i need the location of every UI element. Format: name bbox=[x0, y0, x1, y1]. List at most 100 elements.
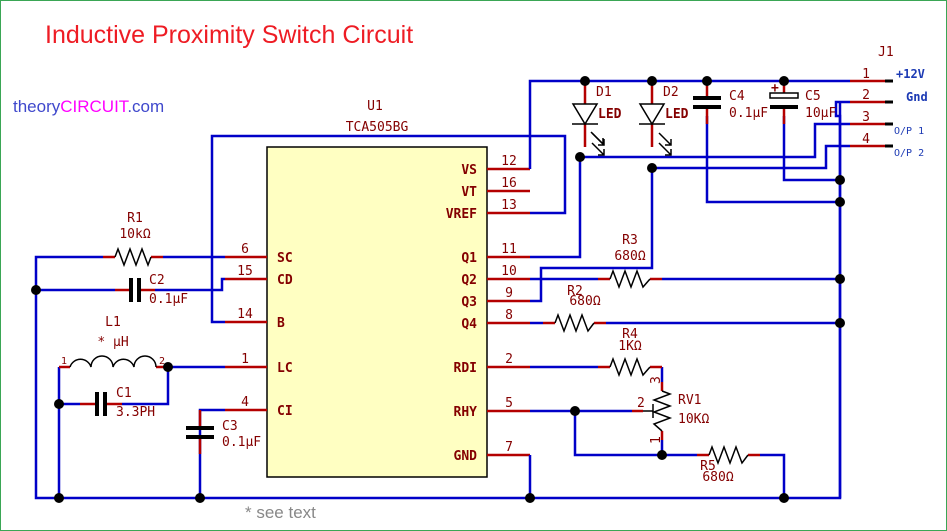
ic-right-pins: 12 16 13 11 10 9 8 2 5 7 VS VT VREF Q1 Q… bbox=[446, 154, 530, 464]
pin-num-q4: 8 bbox=[505, 308, 513, 323]
pin-num-lc: 1 bbox=[241, 352, 249, 367]
r2-ref: R2 bbox=[567, 284, 583, 299]
junction-dots bbox=[31, 76, 845, 503]
pin-label-rhy: RHY bbox=[454, 405, 478, 420]
resistor-r3: R3 680Ω bbox=[598, 233, 662, 290]
pin-label-rdi: RDI bbox=[454, 361, 477, 376]
capacitor-c3: C3 0.1µF bbox=[186, 410, 261, 454]
capacitor-c2: C2 0.1µF bbox=[115, 273, 188, 307]
l1-ref: L1 bbox=[105, 315, 121, 330]
l1-pin2: 2 bbox=[159, 356, 165, 367]
j1-pin4-num: 4 bbox=[862, 132, 870, 147]
l1-value: * µH bbox=[97, 335, 128, 350]
rv1-ref: RV1 bbox=[678, 393, 701, 408]
pin-label-vs: VS bbox=[461, 163, 477, 178]
pin-num-vs: 12 bbox=[501, 154, 517, 169]
connector-j1: J1 1 2 3 4 +12V Gnd O/P 1 O/P 2 bbox=[850, 45, 928, 159]
pin-label-sc: SC bbox=[277, 251, 293, 266]
j1-pin4-label: O/P 2 bbox=[894, 148, 924, 159]
c2-value: 0.1µF bbox=[149, 292, 188, 307]
pin-num-rhy: 5 bbox=[505, 396, 513, 411]
rv1-pin3: 3 bbox=[649, 376, 664, 384]
r3-value: 680Ω bbox=[614, 249, 645, 264]
pin-label-b: B bbox=[277, 316, 285, 331]
d2-ref: D2 bbox=[663, 85, 679, 100]
c5-ref: C5 bbox=[805, 89, 821, 104]
j1-pin2-num: 2 bbox=[862, 88, 870, 103]
j1-pin2-label: Gnd bbox=[906, 90, 928, 104]
pin-num-vref: 13 bbox=[501, 198, 517, 213]
c5-value: 10µF bbox=[805, 106, 836, 121]
capacitor-c5: + C5 10µF bbox=[769, 81, 836, 124]
brand-part1: theory bbox=[13, 97, 61, 116]
pin-num-ci: 4 bbox=[241, 395, 249, 410]
led-d2: D2 LED bbox=[638, 81, 689, 156]
pin-label-q3: Q3 bbox=[461, 295, 477, 310]
j1-pin1-label: +12V bbox=[896, 67, 925, 81]
pin-num-q3: 9 bbox=[505, 286, 513, 301]
pin-num-q2: 10 bbox=[501, 264, 517, 279]
pin-label-q4: Q4 bbox=[461, 317, 477, 332]
led-d1: D1 LED bbox=[571, 81, 622, 156]
pin-label-q2: Q2 bbox=[461, 273, 477, 288]
r5-value: 680Ω bbox=[702, 470, 733, 485]
r5-ref: R5 bbox=[700, 459, 716, 474]
r1-ref: R1 bbox=[127, 211, 143, 226]
capacitor-c4: C4 0.1µF bbox=[693, 81, 768, 124]
j1-pin3-label: O/P 1 bbox=[894, 126, 924, 137]
rv1-pin2: 2 bbox=[637, 396, 645, 411]
j1-pin1-num: 1 bbox=[862, 67, 870, 82]
c4-ref: C4 bbox=[729, 89, 745, 104]
ic-ref: U1 bbox=[367, 99, 383, 114]
rv1-pin1: 1 bbox=[649, 436, 664, 444]
pin-num-b: 14 bbox=[237, 307, 253, 322]
resistor-r2: R2 680Ω bbox=[543, 284, 606, 334]
footnote: * see text bbox=[245, 503, 316, 522]
ic-left-pins: 6 15 14 1 4 SC CD B LC CI bbox=[225, 242, 293, 419]
c1-value: 3.3PH bbox=[116, 405, 155, 420]
r1-value: 10kΩ bbox=[119, 227, 150, 242]
potentiometer-rv1: RV1 10KΩ 2 3 1 bbox=[632, 376, 709, 444]
pin-label-gnd: GND bbox=[454, 449, 478, 464]
c3-ref: C3 bbox=[222, 419, 238, 434]
pin-label-q1: Q1 bbox=[461, 251, 477, 266]
pin-label-ci: CI bbox=[277, 404, 293, 419]
j1-ref: J1 bbox=[878, 45, 894, 60]
brand-logo: theoryCIRCUIT.com bbox=[13, 97, 164, 116]
wires bbox=[34, 79, 850, 500]
c1-ref: C1 bbox=[116, 386, 132, 401]
r2-value: 680Ω bbox=[569, 294, 600, 309]
diagram-title: Inductive Proximity Switch Circuit bbox=[45, 21, 413, 49]
rv1-value: 10KΩ bbox=[678, 412, 709, 427]
l1-pin1: 1 bbox=[61, 356, 67, 367]
pin-label-vt: VT bbox=[461, 185, 477, 200]
resistor-r5: R5 680Ω bbox=[697, 444, 760, 485]
ic-value: TCA505BG bbox=[346, 120, 409, 135]
pin-label-lc: LC bbox=[277, 361, 293, 376]
d1-ref: D1 bbox=[596, 85, 612, 100]
c2-ref: C2 bbox=[149, 273, 165, 288]
j1-pin3-num: 3 bbox=[862, 110, 870, 125]
pin-label-vref: VREF bbox=[446, 207, 477, 222]
c5-polarity: + bbox=[771, 81, 779, 96]
pin-label-cd: CD bbox=[277, 273, 293, 288]
r3-ref: R3 bbox=[622, 233, 638, 248]
brand-part3: .com bbox=[127, 97, 164, 116]
d2-value: LED bbox=[665, 107, 689, 122]
r4-value: 1KΩ bbox=[618, 339, 642, 354]
pin-num-gnd: 7 bbox=[505, 440, 513, 455]
resistor-r1: R1 10kΩ bbox=[103, 211, 163, 268]
pin-num-rdi: 2 bbox=[505, 352, 513, 367]
pin-num-q1: 11 bbox=[501, 242, 517, 257]
d1-value: LED bbox=[598, 107, 622, 122]
pin-num-sc: 6 bbox=[241, 242, 249, 257]
capacitor-c1: C1 3.3PH bbox=[80, 386, 155, 420]
brand-part2: CIRCUIT bbox=[60, 97, 129, 116]
pin-num-vt: 16 bbox=[501, 176, 517, 191]
c3-value: 0.1µF bbox=[222, 435, 261, 450]
c4-value: 0.1µF bbox=[729, 106, 768, 121]
r4-ref: R4 bbox=[622, 327, 638, 342]
ic-u1-body bbox=[266, 146, 488, 478]
pin-num-cd: 15 bbox=[237, 264, 253, 279]
